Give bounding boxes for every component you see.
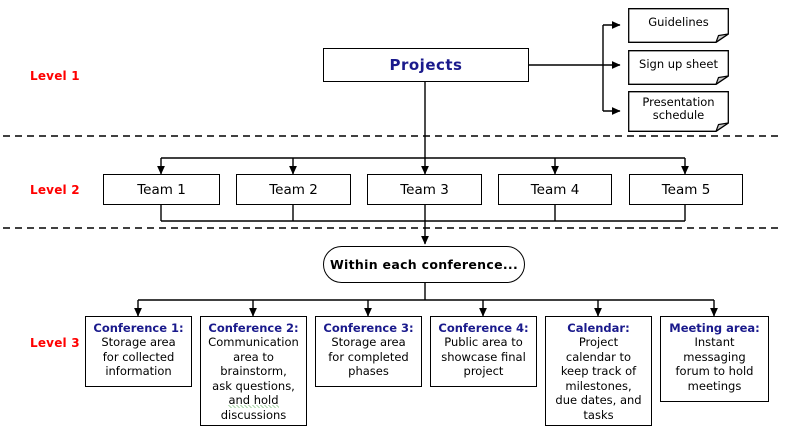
root-to-documents-connector bbox=[529, 21, 621, 115]
node-team-3[interactable]: Team 3 bbox=[367, 174, 482, 205]
node-team-5[interactable]: Team 5 bbox=[629, 174, 743, 205]
node-team-2[interactable]: Team 2 bbox=[236, 174, 351, 205]
level-3-label: Level 3 bbox=[30, 336, 80, 350]
card-conference-2-title: Conference 2: bbox=[208, 321, 299, 335]
card-conference-2-body: Communication area to brainstorm, ask qu… bbox=[203, 335, 304, 422]
card-line: area to bbox=[233, 349, 274, 364]
level-2-label: Level 2 bbox=[30, 183, 80, 197]
level-1-label: Level 1 bbox=[30, 69, 80, 83]
doc-sign-up-sheet[interactable]: Sign up sheet bbox=[628, 50, 729, 85]
card-conference-1-title: Conference 1: bbox=[93, 321, 184, 335]
card-meeting-area-body: Instant messaging forum to hold meetings bbox=[663, 335, 766, 393]
card-meeting-area-title: Meeting area: bbox=[669, 321, 760, 335]
card-line: showcase final bbox=[441, 349, 526, 364]
card-line: project bbox=[463, 364, 504, 378]
card-line: milestones, bbox=[565, 378, 632, 393]
card-line: for collected bbox=[102, 349, 175, 364]
card-conference-3-body: Storage area for completed phases bbox=[318, 335, 419, 379]
doc-guidelines-label: Guidelines bbox=[648, 15, 709, 29]
card-line: Storage area bbox=[331, 335, 406, 349]
card-conference-4-title: Conference 4: bbox=[438, 321, 529, 335]
doc-guidelines[interactable]: Guidelines bbox=[628, 8, 729, 43]
card-line: Instant bbox=[694, 335, 735, 349]
card-line: Project bbox=[578, 335, 619, 349]
card-line: information bbox=[105, 364, 172, 378]
card-calendar-body: Project calendar to keep track of milest… bbox=[548, 335, 649, 422]
card-line: discussions bbox=[220, 407, 287, 422]
node-team-4[interactable]: Team 4 bbox=[498, 174, 612, 205]
card-meeting-area[interactable]: Meeting area: Instant messaging forum to… bbox=[660, 316, 769, 402]
card-line: Public area to bbox=[444, 335, 523, 349]
card-conference-2[interactable]: Conference 2: Communication area to brai… bbox=[200, 316, 307, 426]
card-conference-4[interactable]: Conference 4: Public area to showcase fi… bbox=[430, 316, 537, 387]
doc-presentation-schedule[interactable]: Presentation schedule bbox=[628, 91, 729, 132]
teams-to-connector-node bbox=[160, 205, 686, 245]
doc-sign-up-sheet-label: Sign up sheet bbox=[639, 57, 718, 71]
card-line: tasks bbox=[583, 407, 614, 422]
root-to-teams-connector bbox=[157, 82, 689, 175]
card-line: messaging bbox=[683, 349, 746, 364]
card-line: due dates, and bbox=[555, 393, 642, 407]
card-line: Communication bbox=[208, 335, 299, 349]
node-team-1[interactable]: Team 1 bbox=[103, 174, 220, 205]
card-line: calendar to bbox=[565, 349, 632, 364]
doc-presentation-schedule-label: Presentation schedule bbox=[628, 91, 729, 132]
card-line: for completed bbox=[328, 349, 409, 364]
card-line: ask questions, bbox=[212, 378, 295, 393]
connector-to-cards bbox=[134, 283, 718, 317]
node-projects[interactable]: Projects bbox=[323, 48, 529, 82]
card-conference-4-body: Public area to showcase final project bbox=[433, 335, 534, 379]
card-line: keep track of bbox=[560, 364, 637, 378]
card-line: meetings bbox=[687, 378, 742, 393]
card-conference-3[interactable]: Conference 3: Storage area for completed… bbox=[315, 316, 422, 387]
card-conference-3-title: Conference 3: bbox=[323, 321, 414, 335]
card-line: phases bbox=[348, 364, 389, 378]
card-calendar[interactable]: Calendar: Project calendar to keep track… bbox=[545, 316, 652, 426]
doc-presentation-schedule-line-1: Presentation bbox=[642, 94, 715, 109]
card-calendar-title: Calendar: bbox=[567, 321, 630, 335]
doc-presentation-schedule-line-2: schedule bbox=[652, 107, 705, 122]
card-conference-1[interactable]: Conference 1: Storage area for collected… bbox=[85, 316, 192, 387]
card-line: forum to hold bbox=[675, 364, 754, 378]
card-line: brainstorm, bbox=[220, 364, 287, 378]
card-conference-1-body: Storage area for collected information bbox=[88, 335, 189, 379]
node-within-each-conference[interactable]: Within each conference... bbox=[323, 246, 525, 283]
card-line-misspelled: and hold bbox=[228, 393, 279, 408]
card-line: Storage area bbox=[101, 335, 176, 349]
